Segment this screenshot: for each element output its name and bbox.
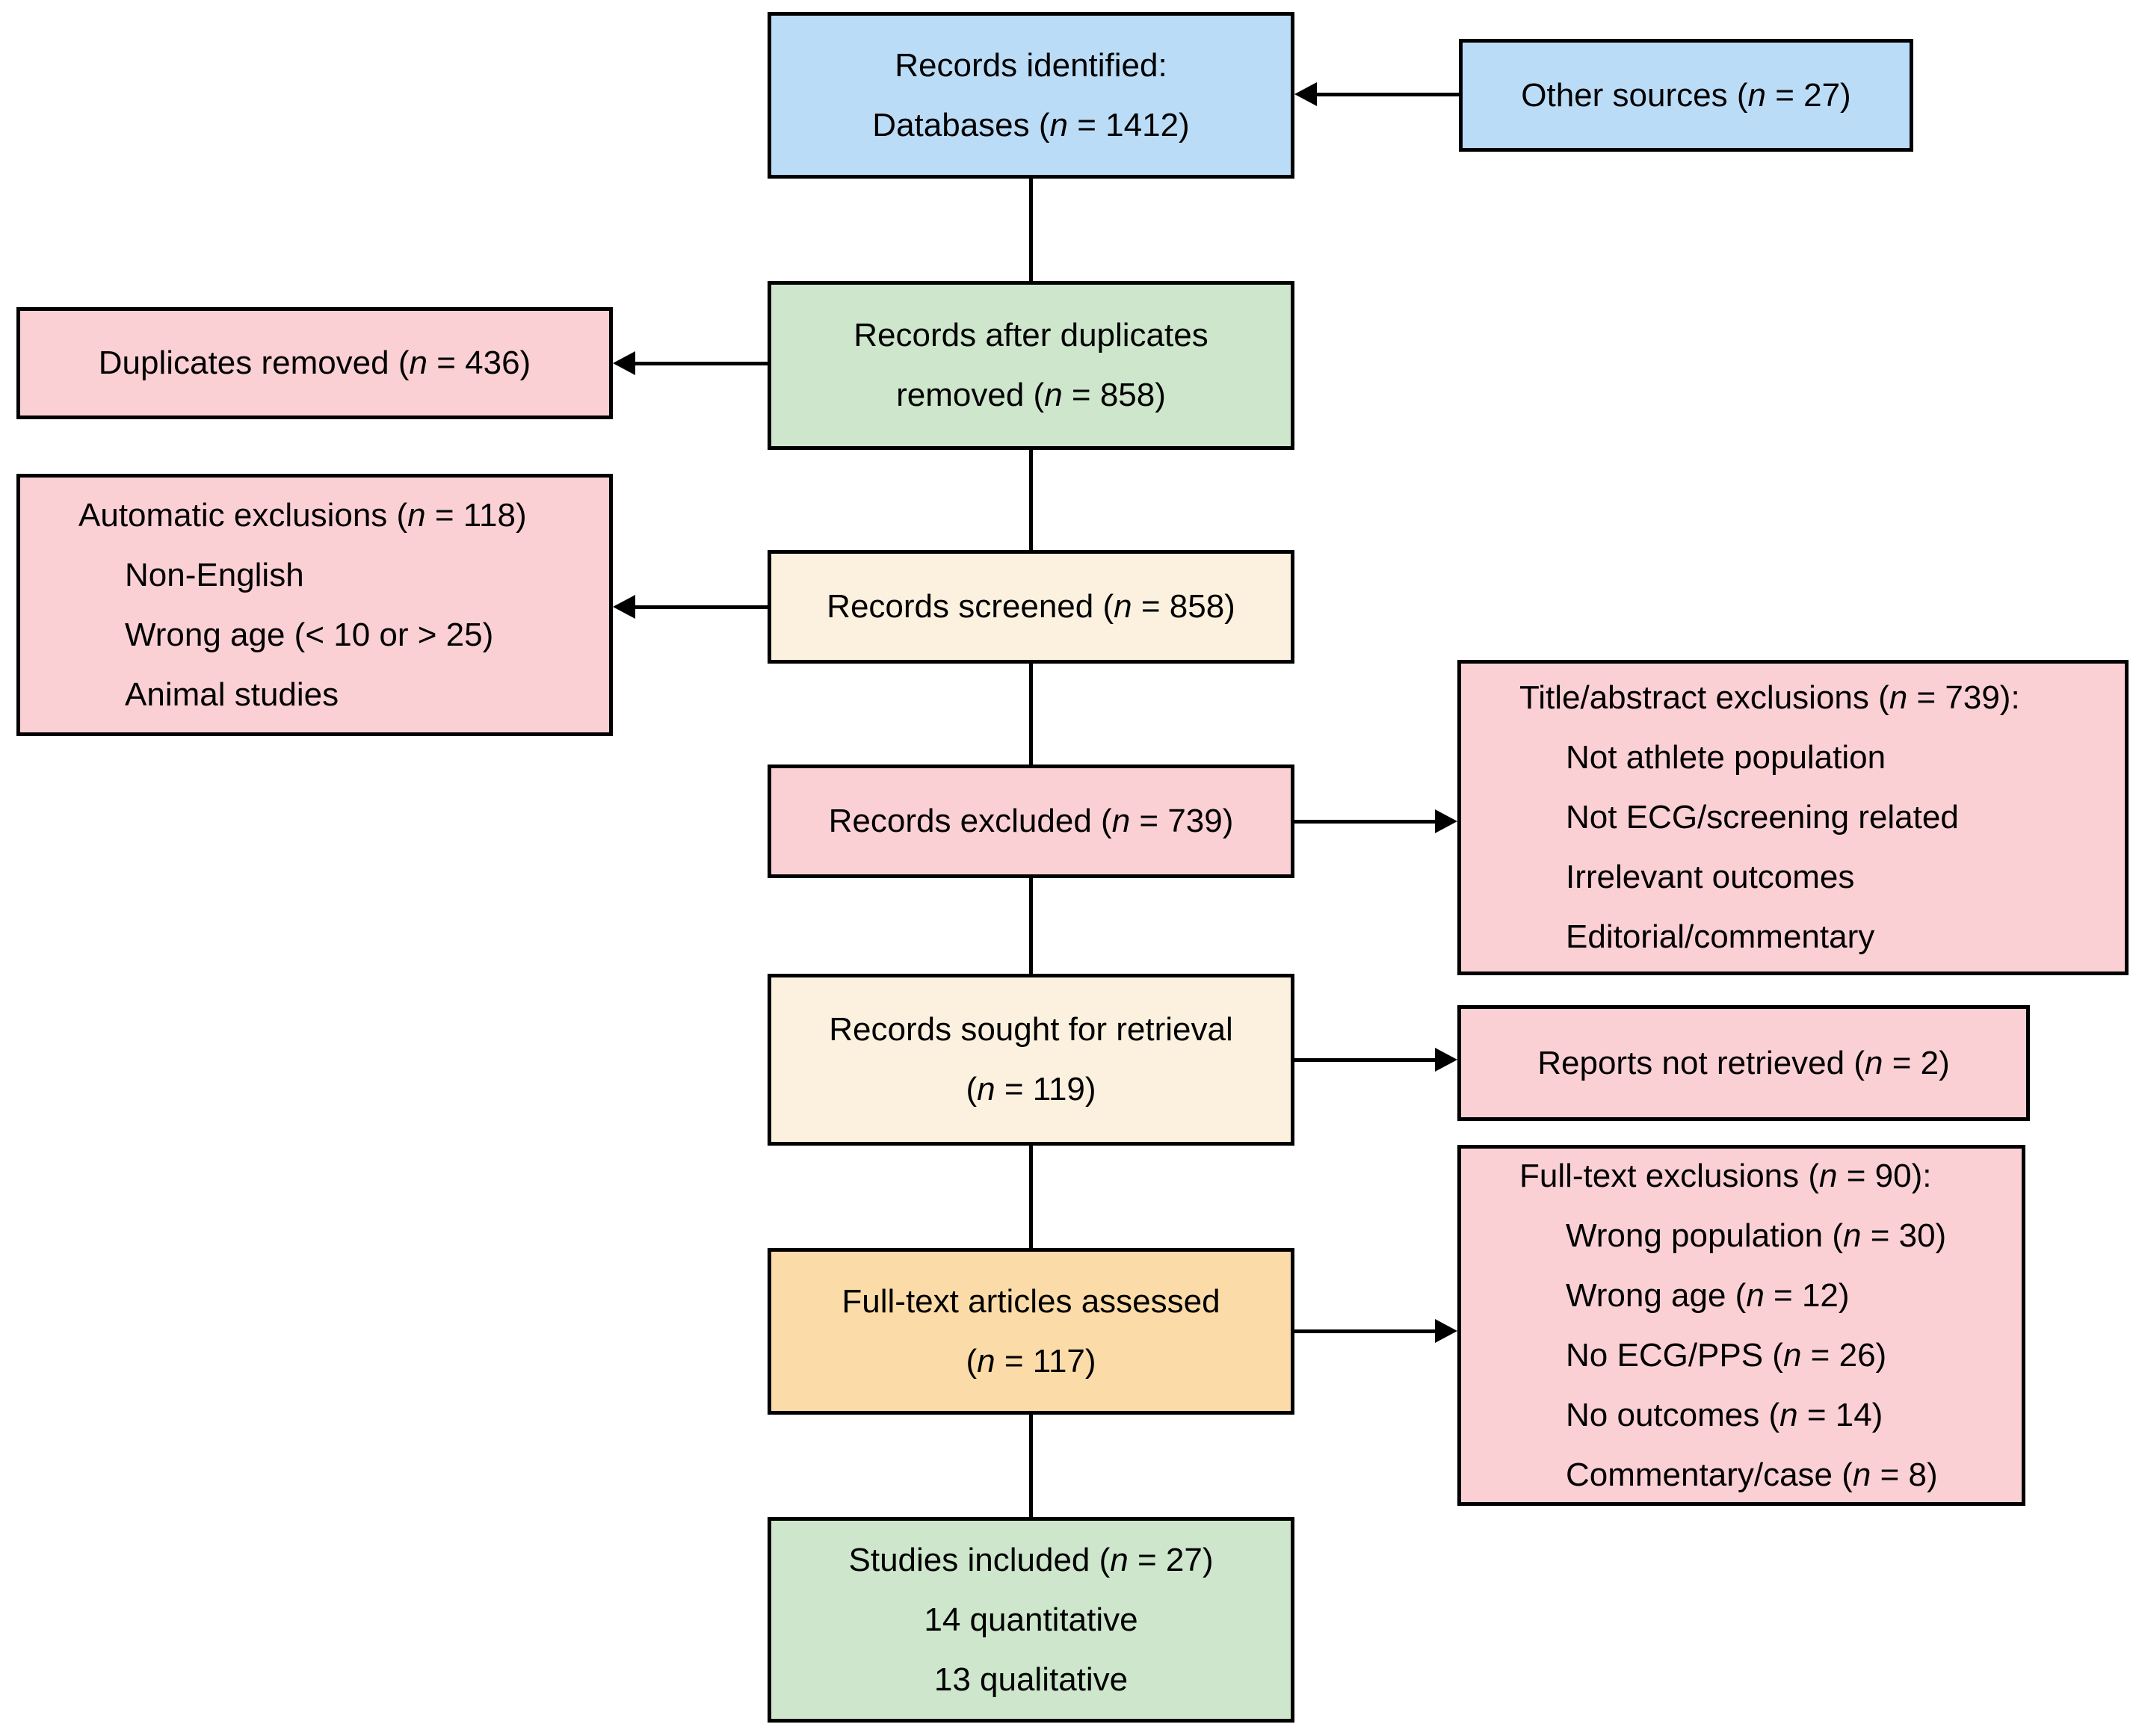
connector-identified-to-after-duplicates <box>1029 179 1033 281</box>
fulltext-exclusion-item: Wrong population (n = 30) <box>1566 1217 1947 1254</box>
arrow-excluded-to-title-abstract-exclusions <box>1294 809 1457 833</box>
arrow-after-duplicates-to-duplicates-removed <box>613 351 768 375</box>
title-abstract-exclusion-item: Not athlete population <box>1566 739 1886 776</box>
arrow-screened-to-automatic-exclusions <box>613 595 768 619</box>
arrowhead-left-icon <box>613 351 635 375</box>
automatic-exclusion-item: Wrong age (< 10 or > 25) <box>125 616 494 653</box>
records-identified-line-2: Databases (n = 1412) <box>872 106 1190 143</box>
fulltext-assessed-box: Full-text articles assessed (n = 117) <box>768 1248 1294 1415</box>
records-after-duplicates-box: Records after duplicates removed (n = 85… <box>768 281 1294 450</box>
duplicates-removed-line: Duplicates removed (n = 436) <box>98 345 531 381</box>
records-identified-box: Records identified: Databases (n = 1412) <box>768 12 1294 179</box>
arrow-shaft <box>635 361 768 365</box>
connector-screened-to-excluded <box>1029 664 1033 764</box>
reports-not-retrieved-box: Reports not retrieved (n = 2) <box>1457 1005 2030 1121</box>
connector-fulltext-to-included <box>1029 1415 1033 1517</box>
studies-included-line-3: 13 qualitative <box>933 1661 1129 1698</box>
title-abstract-exclusions-box: Title/abstract exclusions (n = 739): Not… <box>1457 660 2129 975</box>
arrow-shaft <box>1317 92 1459 96</box>
other-sources-box: Other sources (n = 27) <box>1459 39 1913 152</box>
arrow-shaft <box>1294 1329 1435 1333</box>
records-excluded-line: Records excluded (n = 739) <box>828 803 1234 839</box>
studies-included-box: Studies included (n = 27) 14 quantitativ… <box>768 1517 1294 1723</box>
records-screened-line: Records screened (n = 858) <box>827 588 1235 625</box>
automatic-exclusion-item: Animal studies <box>125 676 339 713</box>
reports-not-retrieved-line: Reports not retrieved (n = 2) <box>1537 1044 1950 1081</box>
title-abstract-exclusion-item: Not ECG/screening related <box>1566 799 1959 835</box>
title-abstract-exclusion-item: Irrelevant outcomes <box>1566 859 1855 895</box>
fulltext-exclusion-item: No outcomes (n = 14) <box>1566 1396 1883 1433</box>
fulltext-exclusions-box: Full-text exclusions (n = 90): Wrong pop… <box>1457 1145 2025 1506</box>
connector-sought-to-fulltext <box>1029 1146 1033 1248</box>
arrow-fulltext-to-fulltext-exclusions <box>1294 1319 1457 1343</box>
fulltext-exclusion-item: Commentary/case (n = 8) <box>1566 1456 1938 1493</box>
connector-after-duplicates-to-screened <box>1029 450 1033 550</box>
arrow-sought-to-not-retrieved <box>1294 1048 1457 1072</box>
connector-excluded-to-sought <box>1029 878 1033 974</box>
after-duplicates-line-1: Records after duplicates <box>853 317 1209 353</box>
fulltext-exclusion-item: No ECG/PPS (n = 26) <box>1566 1336 1887 1374</box>
arrow-other-sources-to-identified <box>1294 82 1459 106</box>
other-sources-line: Other sources (n = 27) <box>1521 76 1851 114</box>
automatic-exclusions-box: Automatic exclusions (n = 118) Non-Engli… <box>16 474 613 736</box>
after-duplicates-line-2: removed (n = 858) <box>896 377 1166 413</box>
title-abstract-exclusions-title: Title/abstract exclusions (n = 739): <box>1519 679 2020 716</box>
arrowhead-right-icon <box>1435 809 1457 833</box>
fulltext-exclusion-item: Wrong age (n = 12) <box>1566 1276 1850 1314</box>
fulltext-assessed-line-1: Full-text articles assessed <box>842 1282 1220 1320</box>
arrowhead-right-icon <box>1435 1048 1457 1072</box>
title-abstract-exclusion-item: Editorial/commentary <box>1566 918 1875 955</box>
records-sought-line-1: Records sought for retrieval <box>829 1011 1233 1048</box>
fulltext-exclusions-title: Full-text exclusions (n = 90): <box>1519 1157 1932 1194</box>
arrowhead-right-icon <box>1435 1319 1457 1343</box>
records-identified-line-1: Records identified: <box>895 46 1167 84</box>
records-screened-box: Records screened (n = 858) <box>768 550 1294 664</box>
fulltext-assessed-line-2: (n = 117) <box>966 1342 1096 1380</box>
arrow-shaft <box>1294 1057 1435 1062</box>
studies-included-line-1: Studies included (n = 27) <box>848 1541 1214 1578</box>
arrowhead-left-icon <box>613 595 635 619</box>
duplicates-removed-box: Duplicates removed (n = 436) <box>16 307 613 419</box>
records-sought-box: Records sought for retrieval (n = 119) <box>768 974 1294 1146</box>
studies-included-line-2: 14 quantitative <box>924 1601 1138 1638</box>
arrow-shaft <box>1294 819 1435 824</box>
arrow-shaft <box>635 605 768 609</box>
automatic-exclusion-item: Non-English <box>125 556 304 593</box>
records-sought-line-2: (n = 119) <box>966 1071 1096 1108</box>
automatic-exclusions-title: Automatic exclusions (n = 118) <box>78 496 527 534</box>
arrowhead-left-icon <box>1294 82 1317 106</box>
records-excluded-box: Records excluded (n = 739) <box>768 764 1294 878</box>
